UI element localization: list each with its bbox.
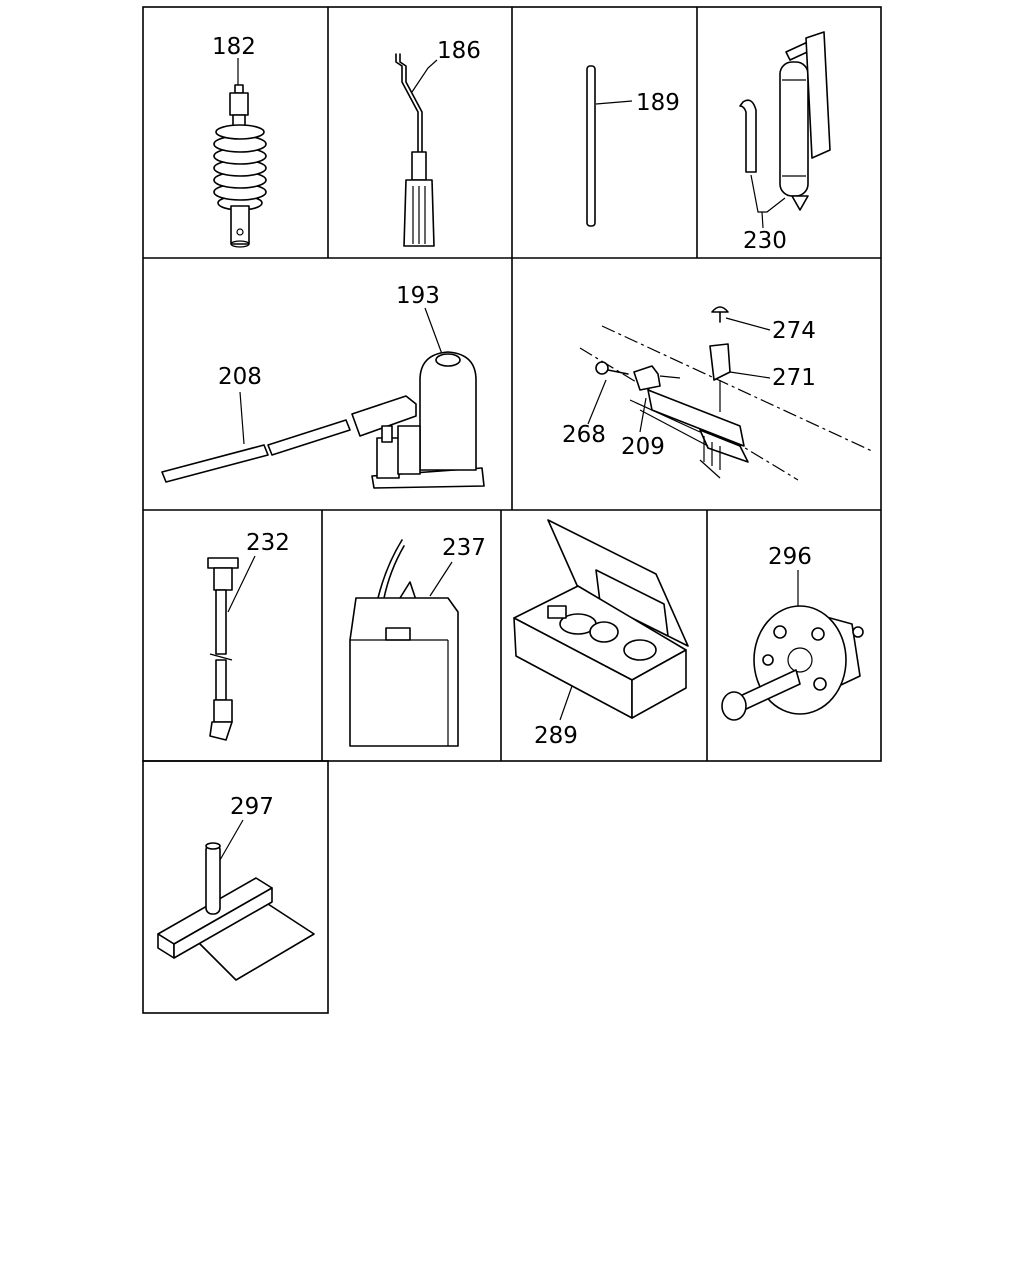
part-237-cell: 237 <box>349 535 486 747</box>
part-number-296[interactable]: 296 <box>768 544 812 570</box>
part-number-230[interactable]: 230 <box>743 228 787 254</box>
part-230-cell: 230 <box>739 31 831 254</box>
part-289-drawing <box>513 519 689 719</box>
part-number-208[interactable]: 208 <box>218 364 262 390</box>
part-186-cell: 186 <box>395 38 481 247</box>
part-237-drawing <box>349 539 459 747</box>
part-186-drawing <box>395 53 435 247</box>
part-number-271[interactable]: 271 <box>772 365 816 391</box>
part-number-297[interactable]: 297 <box>230 794 274 820</box>
part-193-drawing <box>351 351 485 489</box>
part-number-189[interactable]: 189 <box>636 90 680 116</box>
part-number-209[interactable]: 209 <box>621 434 665 460</box>
part-number-274[interactable]: 274 <box>772 318 816 344</box>
part-268-209-271-274-cell: 274 271 268 209 <box>562 306 875 481</box>
part-297-cell: 297 <box>157 794 315 981</box>
part-230-drawing <box>739 31 831 211</box>
part-number-289[interactable]: 289 <box>534 723 578 749</box>
part-number-193[interactable]: 193 <box>396 283 440 309</box>
part-208-drawing <box>161 419 351 483</box>
part-193-208-cell: 193 208 <box>161 283 485 489</box>
grid-frame <box>142 6 882 1014</box>
part-number-182[interactable]: 182 <box>212 34 256 60</box>
part-189-cell: 189 <box>586 65 680 227</box>
part-289-cell: 289 <box>513 519 689 749</box>
part-182-drawing <box>213 84 267 248</box>
part-232-cell: 232 <box>207 530 290 741</box>
bracket-assembly-drawing <box>579 306 875 481</box>
part-296-cell: 296 <box>721 544 864 721</box>
part-297-drawing <box>157 842 315 981</box>
part-189-drawing <box>586 65 596 227</box>
part-232-drawing <box>207 557 239 741</box>
part-number-268[interactable]: 268 <box>562 422 606 448</box>
part-182-cell: 182 <box>212 34 267 248</box>
part-number-232[interactable]: 232 <box>246 530 290 556</box>
part-number-186[interactable]: 186 <box>437 38 481 64</box>
part-296-drawing <box>721 605 864 721</box>
part-number-237[interactable]: 237 <box>442 535 486 561</box>
